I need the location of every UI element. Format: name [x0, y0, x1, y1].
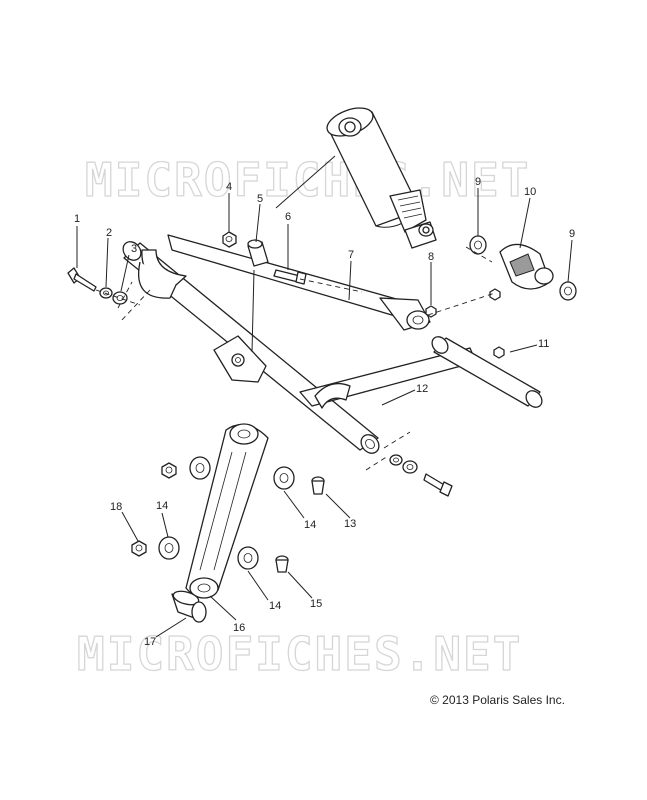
bushing-5 — [247, 239, 269, 267]
washer-12-b — [402, 460, 418, 474]
a-arm-assembly — [122, 234, 543, 454]
copyright-notice: © 2013 Polaris Sales Inc. — [430, 693, 565, 707]
washer-14-a — [273, 466, 295, 490]
nut-8 — [425, 305, 437, 318]
washer-14-d — [237, 546, 259, 570]
callout-18: 18 — [110, 501, 122, 513]
watermark-bottom: MICROFICHES.NET — [77, 627, 522, 681]
leader-lines — [76, 155, 573, 638]
callout-16: 16 — [233, 622, 245, 634]
callout-14-right: 14 — [304, 519, 316, 531]
bushing-17 — [171, 590, 207, 623]
bolt-15 — [275, 555, 289, 573]
callout-15: 15 — [310, 598, 322, 610]
nut-4 — [222, 231, 237, 248]
callout-11: 11 — [538, 338, 549, 350]
callout-17: 17 — [144, 636, 156, 648]
callout-12: 12 — [416, 383, 428, 395]
bolt-13 — [311, 476, 325, 495]
bolt-1 — [67, 267, 97, 292]
callout-9-left: 9 — [475, 176, 481, 188]
lower-link — [185, 423, 269, 599]
callout-10: 10 — [524, 186, 536, 198]
spacer-10 — [499, 243, 554, 290]
callout-14-bottom: 14 — [269, 600, 281, 612]
bolt-6 — [273, 269, 307, 285]
callout-14-left: 14 — [156, 500, 168, 512]
shock-absorber — [326, 107, 437, 249]
washer-3 — [112, 291, 128, 305]
washer-9-left — [469, 235, 487, 255]
nut-upper — [161, 462, 177, 479]
callout-9-right: 9 — [569, 228, 575, 240]
nut-18 — [131, 540, 147, 557]
callout-13: 13 — [344, 518, 356, 530]
bolt-12 — [423, 473, 453, 497]
callout-2: 2 — [106, 227, 112, 239]
nut-pivot — [489, 288, 501, 301]
nut-small — [493, 346, 505, 359]
callout-6: 6 — [285, 211, 291, 223]
callout-3: 3 — [131, 243, 137, 255]
assembly-lines — [95, 246, 496, 471]
callout-8: 8 — [428, 251, 434, 263]
callout-labels: 1 2 3 4 5 6 7 8 9 10 9 11 12 13 14 14 14… — [74, 176, 575, 648]
callout-5: 5 — [257, 193, 263, 205]
washer-12-a — [389, 454, 403, 466]
callout-4: 4 — [226, 181, 232, 193]
watermark-top: MICROFICHES.NET — [85, 153, 530, 207]
washer-14-b — [189, 456, 211, 480]
washer-9-right — [559, 281, 577, 301]
callout-1: 1 — [74, 213, 80, 225]
washer-14-c — [158, 536, 180, 560]
callout-7: 7 — [348, 249, 354, 261]
